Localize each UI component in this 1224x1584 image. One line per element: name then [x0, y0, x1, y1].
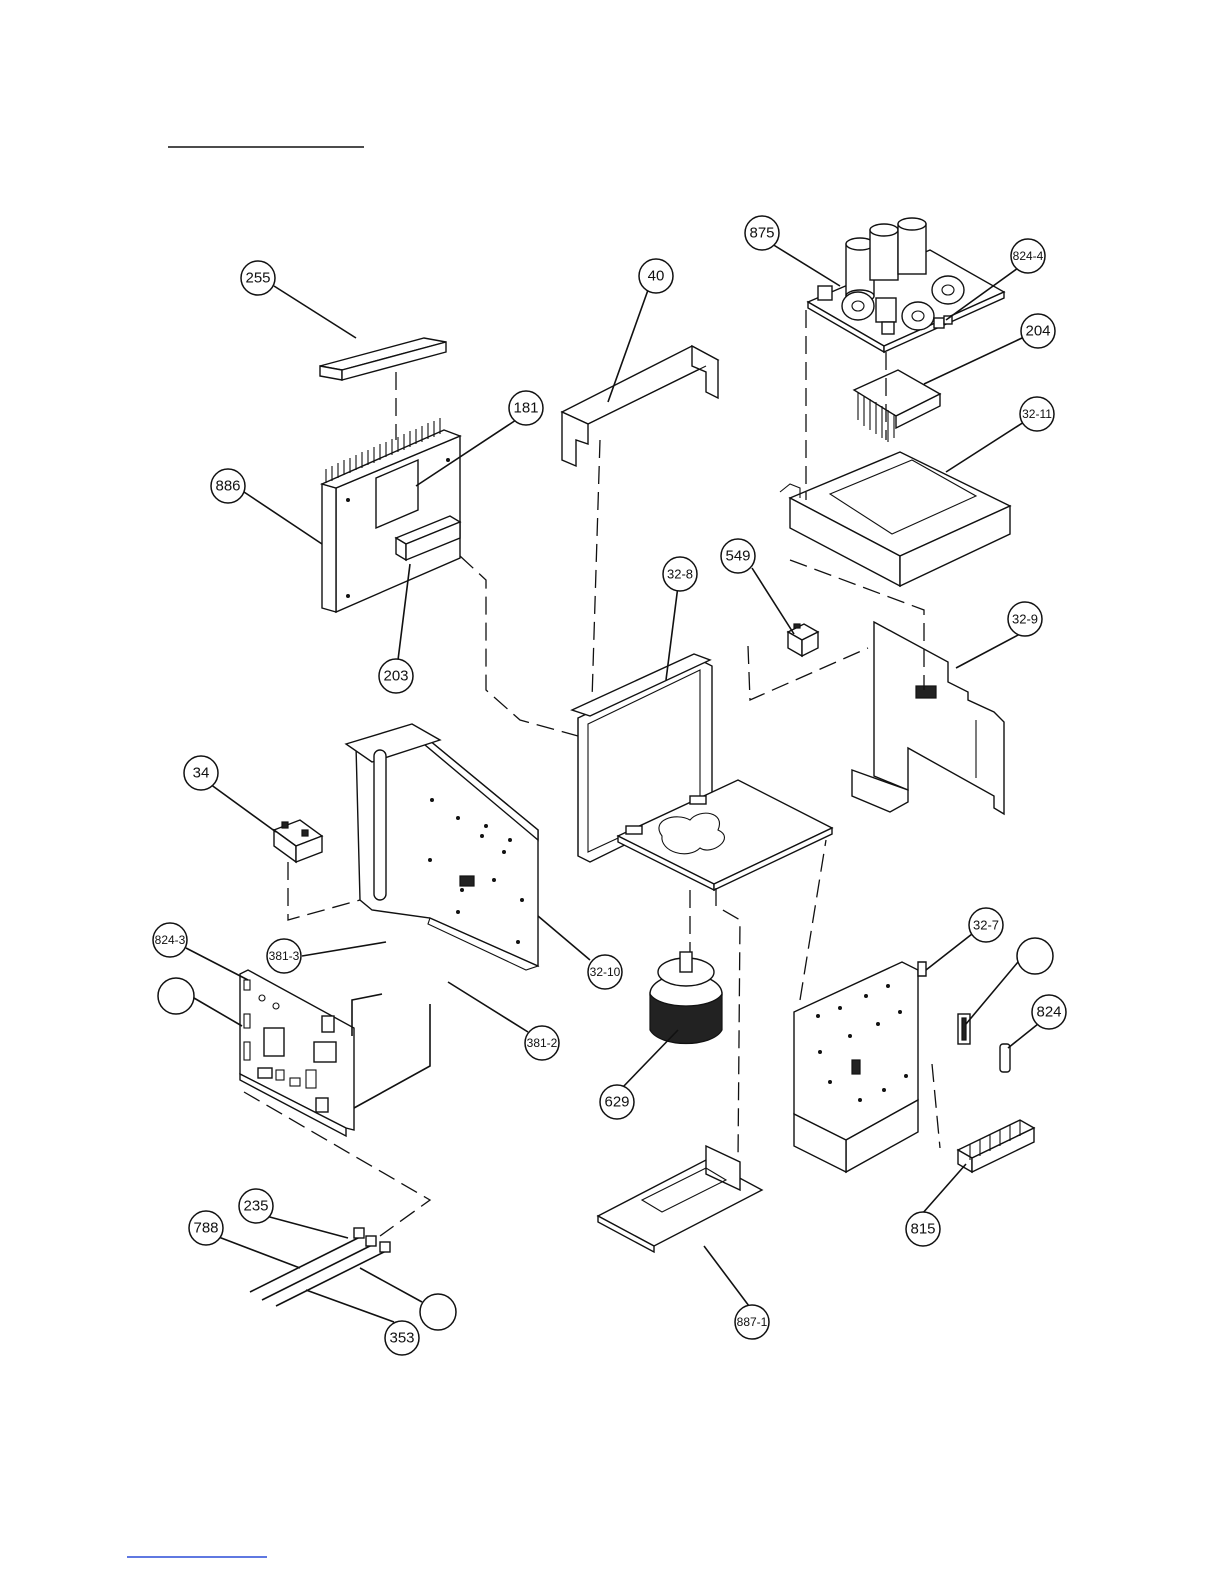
callout-c815: 815	[906, 1212, 940, 1246]
callout-label: 203	[383, 668, 408, 685]
callout-label: 235	[243, 1198, 268, 1215]
callout-blank-right	[1017, 938, 1053, 974]
part-824-3-pcb	[240, 970, 354, 1136]
callout-c32-9: 32-9	[1008, 602, 1042, 636]
callout-label: 381-3	[269, 949, 300, 963]
callout-c40: 40	[639, 259, 673, 293]
callout-c381-3: 381-3	[267, 939, 301, 973]
callout-label: 824-3	[155, 933, 186, 947]
callout-c32-11: 32-11	[1020, 397, 1054, 431]
part-549-relay	[788, 624, 818, 656]
callout-c887-1: 887-1	[735, 1305, 769, 1339]
callout-label: 824-4	[1013, 249, 1044, 263]
callout-c886: 886	[211, 469, 245, 503]
callout-c203: 203	[379, 659, 413, 693]
part-887-1-tray	[598, 1146, 762, 1252]
part-32-7-chassis	[794, 962, 926, 1172]
part-32-10-chassis	[346, 724, 538, 970]
callout-c255: 255	[241, 261, 275, 295]
callout-label: 887-1	[737, 1315, 768, 1329]
part-40-cover	[562, 346, 718, 466]
callout-label: 886	[215, 478, 240, 495]
part-32-11-tray	[780, 452, 1010, 586]
callout-blank-left	[158, 978, 194, 1014]
part-824-fuse	[958, 1014, 1010, 1072]
callout-c824-4: 824-4	[1011, 239, 1045, 273]
callout-label: 181	[513, 400, 538, 417]
callout-label: 788	[193, 1220, 218, 1237]
callout-label: 824	[1036, 1004, 1061, 1021]
part-204-heatsink	[854, 370, 940, 442]
callout-c32-7: 32-7	[969, 908, 1003, 942]
callout-c549: 549	[721, 539, 755, 573]
callout-label: 353	[389, 1330, 414, 1347]
callout-label: 40	[648, 268, 665, 285]
callout-c629: 629	[600, 1085, 634, 1119]
callout-label: 32-7	[973, 918, 999, 933]
callout-c235: 235	[239, 1189, 273, 1223]
callout-c875: 875	[745, 216, 779, 250]
callout-label: 815	[910, 1221, 935, 1238]
part-32-9-panel	[852, 622, 1004, 814]
callout-label: 255	[245, 270, 270, 287]
part-815-terminal	[958, 1120, 1034, 1172]
callout-c353: 353	[385, 1321, 419, 1355]
callout-label: 32-9	[1012, 612, 1038, 627]
callout-blank-bottom	[420, 1294, 456, 1330]
callout-c204: 204	[1021, 314, 1055, 348]
callout-c824: 824	[1032, 995, 1066, 1029]
callout-label: 875	[749, 225, 774, 242]
callout-label: 32-11	[1022, 407, 1052, 421]
part-255-bar	[320, 338, 446, 380]
callout-label: 629	[604, 1094, 629, 1111]
callout-c181: 181	[509, 391, 543, 425]
callout-c32-8: 32-8	[663, 557, 697, 591]
callout-c824-3: 824-3	[153, 923, 187, 957]
part-886-heatsink	[322, 418, 460, 612]
part-629-reactor	[650, 952, 722, 1044]
callout-c788: 788	[189, 1211, 223, 1245]
callout-label: 34	[193, 765, 210, 782]
callout-c34: 34	[184, 756, 218, 790]
callout-label: 204	[1025, 323, 1050, 340]
part-34-capacitor	[274, 820, 322, 862]
callout-c381-2: 381-2	[525, 1026, 559, 1060]
callout-label: 32-10	[590, 965, 621, 979]
callout-label: 32-8	[667, 567, 693, 582]
callout-label: 381-2	[527, 1036, 558, 1050]
callout-label: 549	[725, 548, 750, 565]
callout-c32-10: 32-10	[588, 955, 622, 989]
